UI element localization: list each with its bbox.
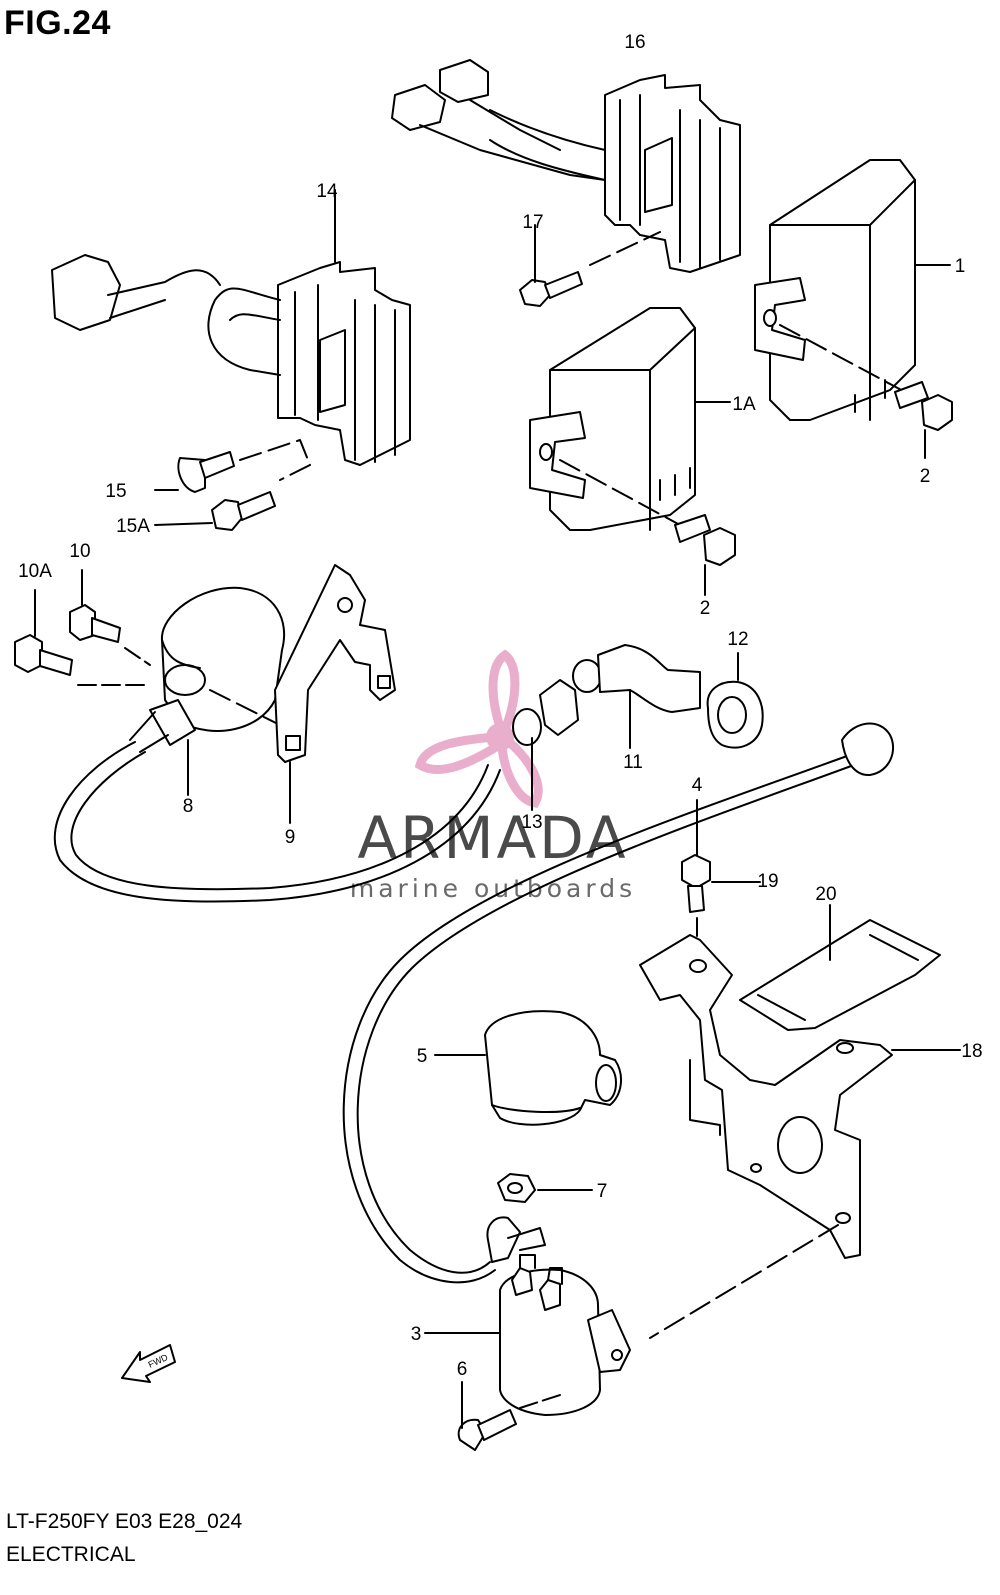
callout-2-right: 2	[920, 466, 931, 487]
part-11-plug-cap	[572, 644, 701, 749]
part-15-screw	[154, 451, 235, 493]
figure-title: FIG.24	[4, 4, 111, 42]
part-10-bolt	[69, 569, 151, 666]
callout-10a: 10A	[18, 561, 52, 582]
callout-12: 12	[727, 629, 748, 650]
callout-8: 8	[183, 796, 194, 817]
part-1-cdi-unit	[754, 159, 951, 421]
part-9-bracket	[274, 564, 396, 824]
part-5-cover	[434, 1010, 622, 1126]
part-17-screw	[519, 224, 661, 307]
callout-labels: 16 14 17 1 1A 2 2 15 15A 10A 10 12 11 13…	[18, 32, 982, 1380]
callout-7: 7	[597, 1181, 608, 1202]
callout-15: 15	[105, 481, 126, 502]
callout-19: 19	[757, 871, 778, 892]
part-12-grommet	[706, 652, 764, 749]
figure-code: LT-F250FY E03 E28_024	[6, 1510, 243, 1533]
callout-16: 16	[624, 32, 645, 53]
watermark-logo-icon	[414, 649, 543, 808]
figure-name: ELECTRICAL	[6, 1543, 136, 1566]
part-10a-bolt	[14, 589, 151, 686]
callout-11: 11	[623, 752, 643, 773]
callout-18: 18	[961, 1041, 982, 1062]
callout-1a: 1A	[732, 394, 756, 415]
callout-10: 10	[69, 541, 90, 562]
callout-2-center: 2	[700, 598, 711, 619]
callout-15a: 15A	[116, 516, 150, 537]
part-14-regulator	[51, 189, 411, 466]
part-18-bracket	[639, 934, 961, 1339]
callout-9: 9	[285, 827, 296, 848]
part-1a-cdi-unit	[529, 307, 731, 531]
callout-14: 14	[316, 181, 338, 202]
callout-13: 13	[521, 812, 542, 833]
part-15a-screw	[154, 439, 311, 531]
callout-17: 17	[522, 212, 543, 233]
fwd-arrow-icon: FWD	[121, 1344, 176, 1383]
watermark-tagline: marine outboards	[350, 874, 636, 903]
part-7-nut	[497, 1173, 593, 1203]
part-2-bolt-right	[894, 381, 953, 459]
callout-20: 20	[815, 884, 836, 905]
part-20-band	[739, 904, 941, 1031]
high-tension-cord	[53, 741, 501, 903]
callout-1: 1	[955, 256, 966, 277]
part-2-bolt-center	[674, 514, 736, 596]
callout-4: 4	[692, 775, 703, 796]
callout-5: 5	[417, 1046, 428, 1067]
starter-cable	[342, 722, 895, 1284]
part-8-ignition-coil	[129, 586, 291, 796]
part-3-starter-relay	[424, 1254, 631, 1416]
part-6-screw	[457, 1381, 561, 1451]
part-16-regulator	[391, 59, 741, 273]
callout-3: 3	[411, 1324, 422, 1345]
callout-6: 6	[457, 1359, 468, 1380]
watermark-brand: ARMADA	[357, 804, 628, 872]
part-13-cap-seal	[512, 679, 579, 811]
